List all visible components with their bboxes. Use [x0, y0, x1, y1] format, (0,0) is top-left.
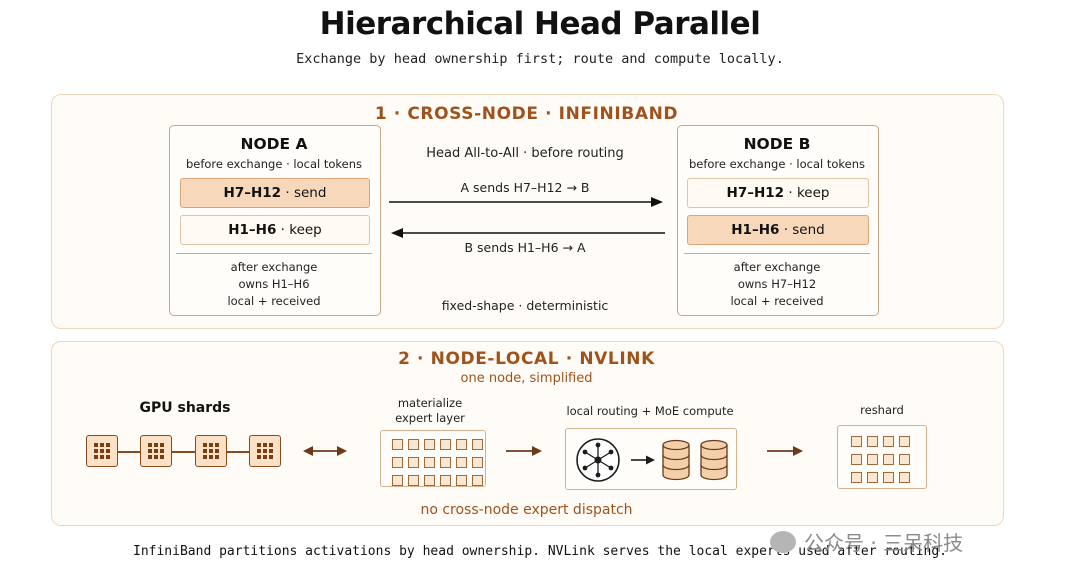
node-a-title: NODE A [240, 135, 308, 153]
diagram-footer: InfiniBand partitions activations by hea… [133, 544, 947, 559]
stage2-subtitle: one node, simplified [460, 371, 593, 386]
router-hub-icon [576, 438, 620, 482]
stage2-title: 2 · NODE-LOCAL · NVLINK [398, 349, 655, 369]
expert-slot-icon [440, 475, 451, 486]
expert-slot-icon [851, 454, 862, 465]
materialize-label-line2: expert layer [395, 411, 465, 425]
expert-slot-icon [408, 439, 419, 450]
node-a-subtitle: before exchange · local tokens [185, 157, 363, 171]
expert-slot-icon [851, 436, 862, 447]
expert-slot-icon [456, 475, 467, 486]
wechat-logo-icon [770, 530, 796, 553]
gpu-chip-icon [195, 435, 227, 467]
expert-slot-icon [440, 439, 451, 450]
expert-slot-icon [883, 454, 894, 465]
node-b-after-line2: owns H7–H12 [737, 277, 817, 291]
watermark-text: 公众号 · 三呆科技 [804, 531, 964, 555]
expert-slot-icon [472, 475, 483, 486]
expert-slot-icon [408, 475, 419, 486]
expert-slot-icon [392, 475, 403, 486]
node-b-title: NODE B [743, 135, 811, 153]
node-b-send-pill: H1–H6 · send [687, 215, 869, 245]
expert-slot-icon [472, 439, 483, 450]
routing-label: local routing + MoE compute [566, 404, 734, 418]
expert-layer-card [380, 430, 486, 487]
expert-slot-icon [899, 454, 910, 465]
node-b-after-line1: after exchange [733, 260, 821, 274]
expert-slot-icon [899, 472, 910, 483]
expert-slot-icon [456, 439, 467, 450]
gpu-chip-icon [140, 435, 172, 467]
expert-slot-icon [867, 436, 878, 447]
node-b-send-heads: H1–H6 [731, 222, 780, 238]
materialize-label-line1: materialize [397, 396, 463, 410]
node-a-keep-pill: H1–H6 · keep [180, 215, 370, 245]
routing-card [565, 428, 737, 490]
arrow-right-icon [506, 446, 542, 456]
node-b-keep-action: · keep [788, 185, 830, 201]
node-a-after: after exchange owns H1–H6 local + receiv… [169, 259, 379, 310]
node-b-after: after exchange owns H7–H12 local + recei… [677, 259, 877, 310]
node-b-keep-pill: H7–H12 · keep [687, 178, 869, 208]
database-icon [700, 439, 728, 481]
materialize-label: materialize expert layer [375, 396, 485, 426]
database-icon [662, 439, 690, 481]
expert-slot-icon [424, 457, 435, 468]
expert-slot-icon [424, 475, 435, 486]
gpu-link-line [102, 451, 270, 453]
expert-slot-icon [899, 436, 910, 447]
node-a-after-line3: local + received [227, 294, 321, 308]
watermark: 公众号 · 三呆科技 [770, 527, 963, 556]
node-a-send-pill: H7–H12 · send [180, 178, 370, 208]
arrow-right-icon [631, 455, 655, 465]
gpu-chip-icon [86, 435, 118, 467]
arrow-right-icon [767, 446, 803, 456]
expert-slot-icon [440, 457, 451, 468]
expert-slot-icon [392, 457, 403, 468]
expert-slot-icon [883, 436, 894, 447]
node-a-send-heads: H7–H12 [223, 185, 282, 201]
node-b-keep-heads: H7–H12 [726, 185, 785, 201]
node-b-subtitle: before exchange · local tokens [688, 157, 866, 171]
expert-slot-icon [851, 472, 862, 483]
exchange-title: Head All-to-All · before routing [426, 146, 624, 161]
reshard-label: reshard [860, 403, 904, 417]
expert-slot-icon [867, 454, 878, 465]
expert-slot-icon [867, 472, 878, 483]
double-arrow-icon [303, 446, 347, 456]
stage2-footer: no cross-node expert dispatch [420, 502, 633, 518]
node-a-after-line2: owns H1–H6 [238, 277, 310, 291]
node-b-send-action: · send [783, 222, 825, 238]
node-a-keep-heads: H1–H6 [228, 222, 277, 238]
expert-slot-icon [472, 457, 483, 468]
node-b-after-line3: local + received [730, 294, 824, 308]
expert-slot-icon [408, 457, 419, 468]
node-a-divider [176, 253, 372, 254]
arrow-left-label: B sends H1–H6 → A [464, 240, 586, 255]
diagram-title: Hierarchical Head Parallel [319, 6, 761, 42]
node-a-after-line1: after exchange [230, 260, 318, 274]
arrow-right-icon [389, 197, 663, 207]
expert-slot-icon [456, 457, 467, 468]
node-a-send-action: · send [285, 185, 327, 201]
node-b-divider [684, 253, 870, 254]
reshard-card [837, 425, 927, 489]
gpu-shards-label: GPU shards [139, 400, 231, 416]
expert-slot-icon [883, 472, 894, 483]
diagram-subtitle: Exchange by head ownership first; route … [296, 51, 784, 67]
gpu-shards-row [86, 435, 286, 469]
expert-slot-icon [392, 439, 403, 450]
node-a-keep-action: · keep [280, 222, 322, 238]
stage1-title: 1 · CROSS-NODE · INFINIBAND [374, 104, 679, 124]
exchange-footer: fixed-shape · deterministic [441, 298, 609, 313]
gpu-chip-icon [249, 435, 281, 467]
arrow-right-label: A sends H7–H12 → B [460, 180, 590, 195]
expert-slot-icon [424, 439, 435, 450]
arrow-left-icon [391, 228, 665, 238]
